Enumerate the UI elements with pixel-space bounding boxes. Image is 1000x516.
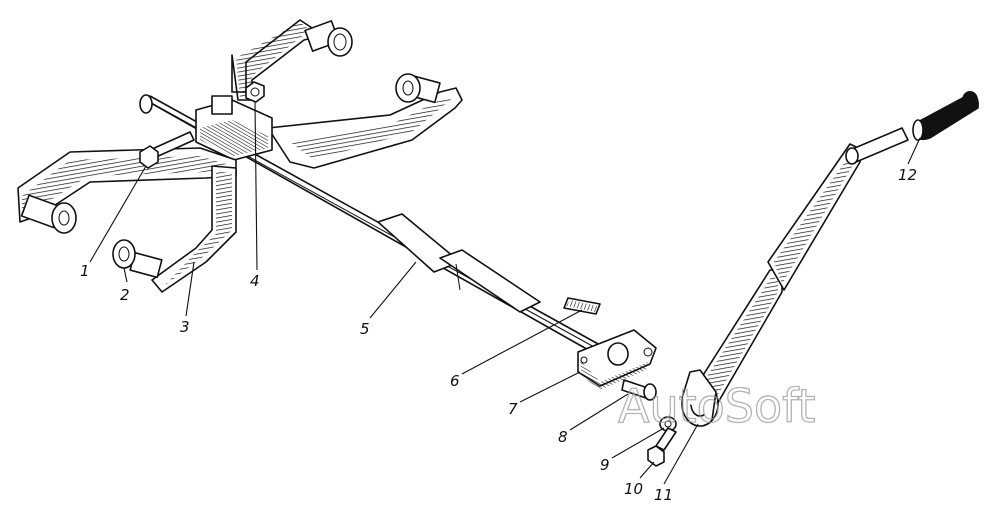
- nut-4: [245, 81, 265, 103]
- callout-12: 12: [898, 166, 917, 184]
- flange-7: [577, 329, 657, 390]
- callout-5: 5: [360, 320, 370, 338]
- rear-fork: [231, 19, 463, 169]
- crank-handle-11: [681, 127, 909, 427]
- rear-roller-top: [304, 20, 353, 57]
- front-roller-2: [112, 239, 163, 279]
- callout-9: 9: [600, 456, 610, 474]
- callout-6: 6: [450, 372, 460, 390]
- callout-8: 8: [558, 428, 568, 446]
- callout-labels: 1 2 3 4 5 6 7 8 9 10 11 12: [80, 166, 917, 504]
- watermark-text: AutoSoft: [618, 379, 816, 433]
- callout-4: 4: [250, 272, 260, 290]
- callout-10: 10: [624, 480, 643, 498]
- bolt-10: [647, 427, 677, 467]
- callout-11: 11: [654, 486, 673, 504]
- callout-3: 3: [180, 318, 190, 336]
- bolt-1: [139, 131, 195, 169]
- key-6: [563, 297, 601, 315]
- shaft-5: [139, 94, 601, 353]
- rear-roller-right: [395, 73, 441, 104]
- hub-block: [195, 95, 273, 161]
- callout-2: 2: [120, 286, 130, 304]
- grip-12: [912, 91, 979, 141]
- callout-1: 1: [80, 262, 90, 280]
- leader-lines: [89, 101, 921, 485]
- callout-7: 7: [508, 400, 518, 418]
- screw-8: [621, 379, 657, 401]
- front-roller-left: [20, 194, 77, 234]
